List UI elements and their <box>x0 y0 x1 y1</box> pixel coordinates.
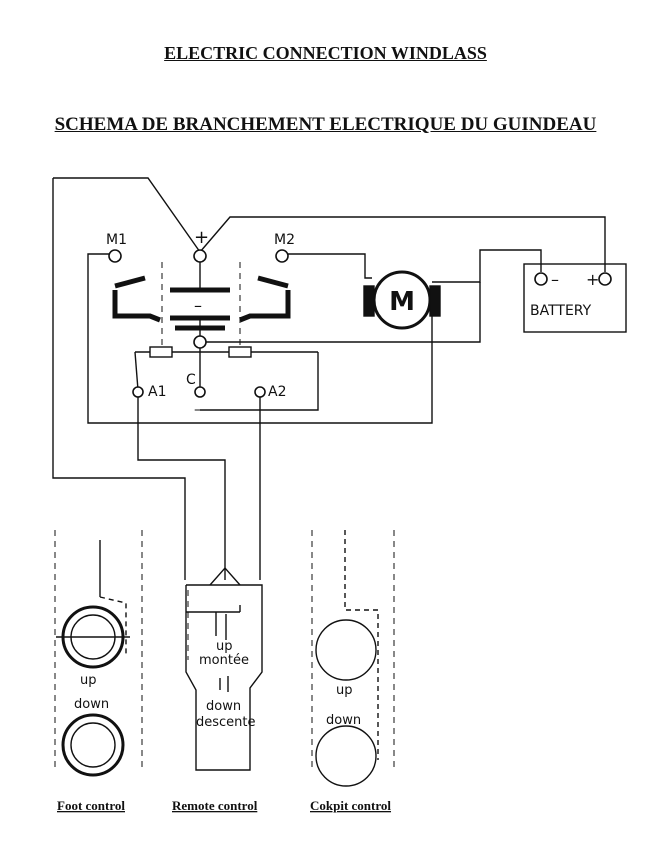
label-c: C <box>186 372 196 388</box>
terminal-a2 <box>254 386 266 398</box>
battery-plus-terminal <box>598 272 612 286</box>
diagram-subtitle: SCHEMA DE BRANCHEMENT ELECTRIQUE DU GUIN… <box>54 114 597 135</box>
terminal-common <box>193 335 207 349</box>
caption-cockpit-control: Cokpit control <box>310 798 391 813</box>
terminal-m2 <box>275 249 289 263</box>
label-minus: – <box>194 296 202 315</box>
terminal-c <box>194 386 206 398</box>
remote-up-label: up <box>216 639 233 654</box>
cockpit-up-button <box>315 619 377 681</box>
foot-down-pedal <box>61 713 125 777</box>
caption-foot-control: Foot control <box>57 798 125 813</box>
foot-down-label: down <box>74 697 109 712</box>
wire-m1 <box>87 253 433 424</box>
battery-label: BATTERY <box>530 303 592 319</box>
cockpit-down-label: down <box>326 713 361 728</box>
relay-coil-right <box>228 346 252 358</box>
remote-up-fr-label: montée <box>199 653 249 668</box>
diagram-title: ELECTRIC CONNECTION WINDLASS <box>164 43 487 63</box>
label-c-minus: – <box>194 402 201 418</box>
wire-common <box>200 282 481 343</box>
wire-positive <box>199 216 606 272</box>
label-m1: M1 <box>106 232 127 248</box>
wire-m2 <box>282 253 372 279</box>
battery-minus-label: – <box>551 270 559 289</box>
wire-main-loop <box>53 177 201 253</box>
label-a2: A2 <box>268 384 286 400</box>
motor-label: M <box>389 287 415 317</box>
remote-down-fr-label: descente <box>196 715 256 730</box>
relay-coil-left <box>149 346 173 358</box>
terminal-positive <box>193 249 207 263</box>
remote-body <box>185 584 263 771</box>
label-m2: M2 <box>274 232 295 248</box>
battery-minus-terminal <box>534 272 548 286</box>
wire-left-down <box>52 178 186 580</box>
wire-negative <box>432 249 542 283</box>
battery-plus-label: + <box>586 270 599 289</box>
cockpit-down-button <box>315 725 377 787</box>
foot-up-label: up <box>80 673 97 688</box>
label-plus: + <box>194 227 209 248</box>
terminal-m1 <box>108 249 122 263</box>
label-a1: A1 <box>148 384 166 400</box>
caption-remote-control: Remote control <box>172 798 258 813</box>
remote-down-label: down <box>206 699 241 714</box>
terminal-a1 <box>132 386 144 398</box>
battery-box <box>523 263 627 333</box>
cockpit-up-label: up <box>336 683 353 698</box>
